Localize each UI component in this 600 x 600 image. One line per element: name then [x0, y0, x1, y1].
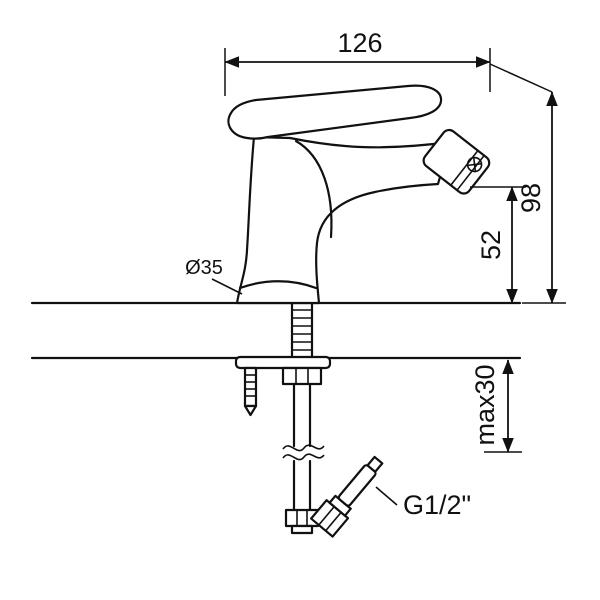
spout-body-junction-line: [294, 139, 333, 239]
hose-break-symbol: [282, 444, 325, 461]
dim-overall-height-label: 98: [516, 183, 546, 213]
base-collar-line: [238, 280, 318, 290]
faucet-body: [235, 135, 452, 305]
label-thread: G1/2": [375, 486, 471, 520]
dim-width-label: 126: [337, 28, 382, 58]
flow-symbol-icon: [466, 156, 483, 173]
mounting-stud: [243, 366, 258, 417]
mounting-washer: [234, 355, 332, 370]
mounting-nut: [281, 366, 323, 386]
faucet-handle: [227, 84, 443, 140]
supply-hose: [292, 382, 312, 512]
supply-shank: [290, 301, 314, 360]
base-diameter-label: Ø35: [185, 257, 223, 279]
dim-width-126: 126: [224, 28, 491, 96]
dim-spout-height-label: 52: [476, 230, 506, 260]
label-base-diameter: Ø35: [185, 257, 243, 295]
dim-height-52: 52: [470, 186, 526, 304]
dim-max30: max30: [470, 359, 522, 453]
hose-end-nut: [284, 508, 320, 535]
angled-hose-connector: [310, 455, 384, 538]
aerator: [422, 128, 491, 195]
thread-label: G1/2": [403, 490, 471, 520]
dim-height-98: 98: [489, 63, 566, 304]
countertop: [30, 301, 522, 360]
dim-max-thickness-label: max30: [470, 364, 500, 445]
